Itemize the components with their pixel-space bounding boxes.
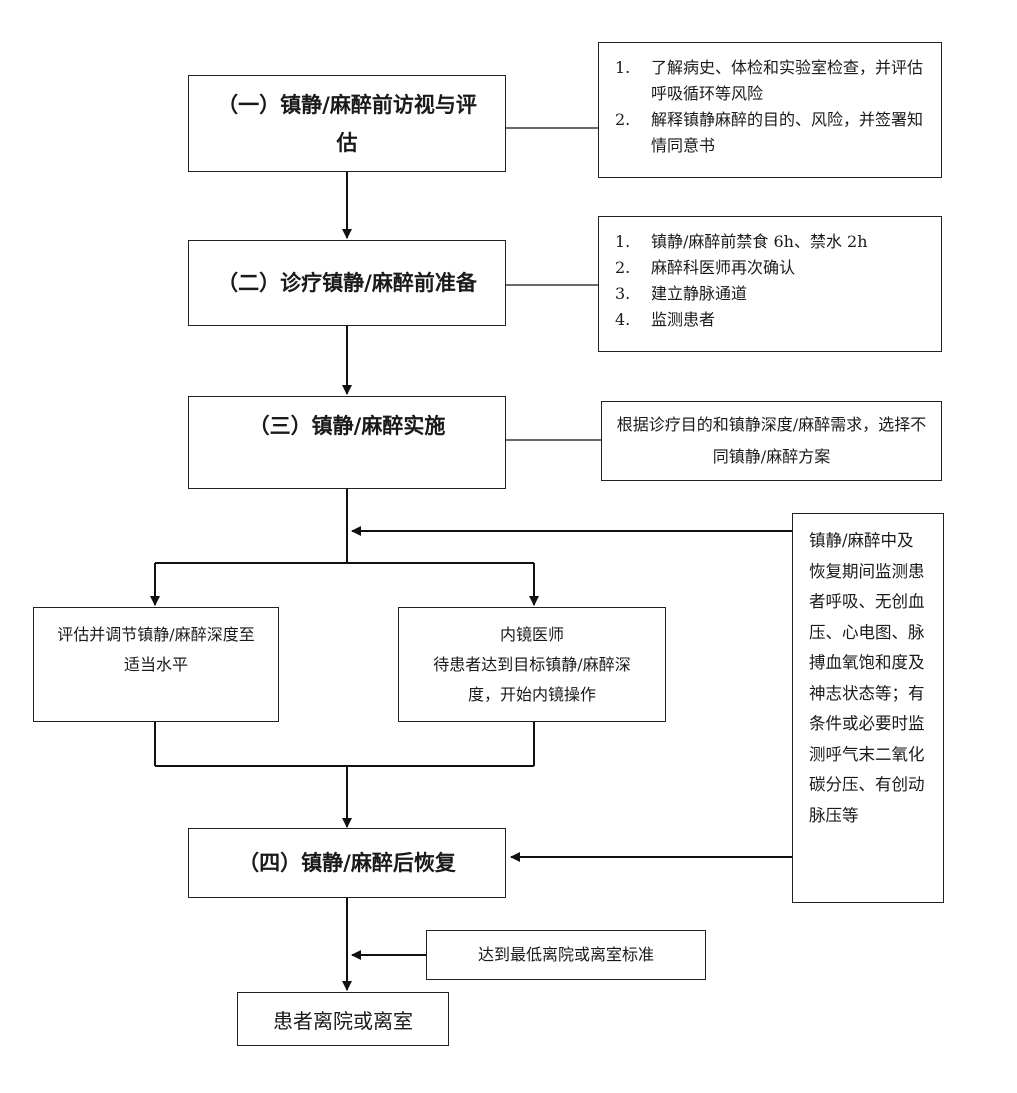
- list-item-number: 1.: [615, 232, 631, 251]
- list-item-text: 麻醉科医师再次确认: [651, 258, 796, 277]
- notes1-box: 1. 了解病史、体检和实验室检查，并评估呼吸循环等风险 2. 解释镇静麻醉的目的…: [598, 42, 942, 178]
- final-box: 患者离院或离室: [237, 992, 449, 1046]
- final-label: 患者离院或离室: [273, 1008, 413, 1033]
- discharge-box: 达到最低离院或离室标准: [426, 930, 706, 980]
- list-item-number: 1.: [615, 58, 631, 77]
- monitor-box: 镇静/麻醉中及恢复期间监测患者呼吸、无创血压、心电图、脉搏血氧饱和度及神志状态等…: [792, 513, 944, 903]
- list-item-text: 建立静脉通道: [651, 284, 748, 303]
- branch-right-box: 内镜医师 待患者达到目标镇静/麻醉深度，开始内镜操作: [398, 607, 666, 722]
- discharge-text: 达到最低离院或离室标准: [477, 945, 654, 964]
- list-item-text: 镇静/麻醉前禁食 6h、禁水 2h: [651, 232, 868, 251]
- branch-left-text: 评估并调节镇静/麻醉深度至适当水平: [57, 625, 255, 674]
- list-item-number: 2.: [615, 110, 631, 129]
- list-item-number: 4.: [615, 310, 631, 329]
- list-item-number: 3.: [615, 284, 631, 303]
- step2-box: （二）诊疗镇静/麻醉前准备: [188, 240, 506, 326]
- monitor-text: 镇静/麻醉中及恢复期间监测患者呼吸、无创血压、心电图、脉搏血氧饱和度及神志状态等…: [809, 531, 925, 825]
- notes3-box: 根据诊疗目的和镇静深度/麻醉需求，选择不同镇静/麻醉方案: [601, 401, 942, 481]
- step3-box: （三）镇静/麻醉实施: [188, 396, 506, 489]
- notes3-text: 根据诊疗目的和镇静深度/麻醉需求，选择不同镇静/麻醉方案: [616, 415, 927, 466]
- list-item: 3. 建立静脉通道: [615, 281, 931, 307]
- list-item: 1. 了解病史、体检和实验室检查，并评估呼吸循环等风险: [615, 55, 925, 107]
- list-item-number: 2.: [615, 258, 631, 277]
- step2-label: （二）诊疗镇静/麻醉前准备: [217, 271, 477, 295]
- list-item-text: 了解病史、体检和实验室检查，并评估呼吸循环等风险: [651, 58, 924, 103]
- list-item-text: 监测患者: [651, 310, 716, 329]
- list-item: 2. 解释镇静麻醉的目的、风险，并签署知情同意书: [615, 107, 925, 159]
- notes2-box: 1. 镇静/麻醉前禁食 6h、禁水 2h 2. 麻醉科医师再次确认 3. 建立静…: [598, 216, 942, 352]
- list-item: 1. 镇静/麻醉前禁食 6h、禁水 2h: [615, 229, 931, 255]
- step1-box: （一）镇静/麻醉前访视与评估: [188, 75, 506, 172]
- step3-label: （三）镇静/麻醉实施: [248, 414, 446, 438]
- step1-label: （一）镇静/麻醉前访视与评估: [217, 92, 477, 155]
- step4-label: （四）镇静/麻醉后恢复: [238, 851, 456, 875]
- step4-box: （四）镇静/麻醉后恢复: [188, 828, 506, 898]
- notes2-list: 1. 镇静/麻醉前禁食 6h、禁水 2h 2. 麻醉科医师再次确认 3. 建立静…: [615, 229, 931, 333]
- list-item: 2. 麻醉科医师再次确认: [615, 255, 931, 281]
- branch-right-title: 内镜医师: [499, 625, 564, 644]
- branch-right-text: 待患者达到目标镇静/麻醉深度，开始内镜操作: [433, 655, 631, 704]
- notes1-list: 1. 了解病史、体检和实验室检查，并评估呼吸循环等风险 2. 解释镇静麻醉的目的…: [615, 55, 925, 159]
- branch-left-box: 评估并调节镇静/麻醉深度至适当水平: [33, 607, 279, 722]
- list-item: 4. 监测患者: [615, 307, 931, 333]
- list-item-text: 解释镇静麻醉的目的、风险，并签署知情同意书: [651, 110, 924, 155]
